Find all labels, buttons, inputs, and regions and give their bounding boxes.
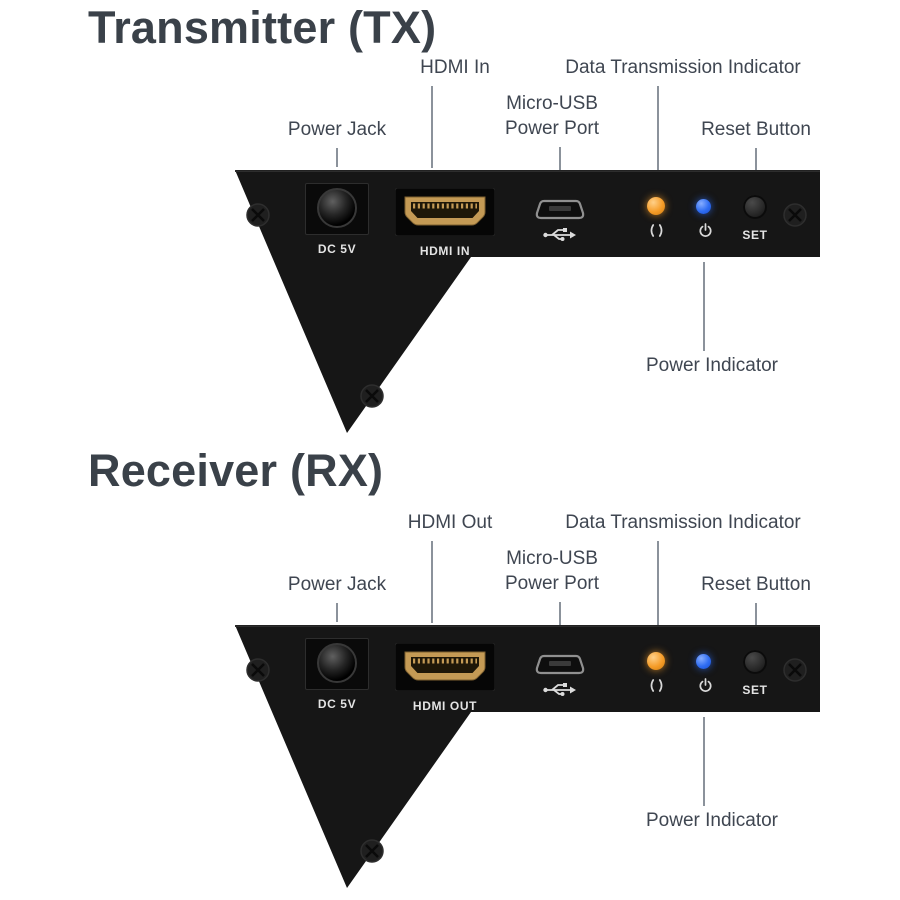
- reset-button: [743, 650, 767, 674]
- hdmi-port-label: HDMI IN: [419, 244, 471, 258]
- power-led: [696, 199, 711, 214]
- signal-arcs-icon: [650, 679, 663, 692]
- leader-line-hdmi: [431, 86, 433, 168]
- leader-line-hdmi: [431, 541, 433, 623]
- label-hdmi-out: HDMI Out: [407, 512, 493, 533]
- leader-line-power-indicator: [703, 717, 705, 806]
- label-power-jack: Power Jack: [287, 119, 387, 140]
- label-reset-button: Reset Button: [701, 119, 811, 140]
- usb-trident-icon: [543, 683, 576, 696]
- device-body: [235, 170, 820, 433]
- power-led: [696, 654, 711, 669]
- leader-line-data-indicator: [657, 541, 659, 643]
- hdmi-port: [394, 642, 496, 692]
- label-data-transmission-indicator: Data Transmission Indicator: [565, 57, 801, 78]
- label-micro-usb-line1: Micro-USB: [506, 548, 598, 569]
- label-micro-usb-line1: Micro-USB: [506, 93, 598, 114]
- receiver-title: Receiver (RX): [88, 445, 384, 496]
- leader-line-data-indicator: [657, 86, 659, 188]
- leader-line-power-jack: [336, 148, 338, 167]
- dc-power-label: DC 5V: [317, 242, 357, 256]
- dc-power-jack: [305, 183, 369, 235]
- leader-line-power-jack: [336, 603, 338, 622]
- phillips-screw-icon: [783, 203, 807, 227]
- data-transmission-led: [647, 652, 665, 670]
- label-data-transmission-indicator: Data Transmission Indicator: [565, 512, 801, 533]
- power-standby-icon: [699, 678, 712, 692]
- label-reset-button: Reset Button: [701, 574, 811, 595]
- phillips-screw-icon: [360, 839, 384, 863]
- reset-button-label: SET: [742, 683, 768, 697]
- hdmi-port: [394, 187, 496, 237]
- reset-button: [743, 195, 767, 219]
- label-micro-usb-line2: Power Port: [505, 118, 599, 139]
- device-body: [235, 625, 820, 888]
- label-micro-usb-line2: Power Port: [505, 573, 599, 594]
- dc-jack-opening: [317, 188, 357, 228]
- usb-trident-icon: [543, 228, 576, 241]
- receiver-device-panel: DC 5V HDMI OUT: [235, 625, 820, 888]
- label-power-indicator: Power Indicator: [645, 355, 779, 376]
- dc-power-label: DC 5V: [317, 697, 357, 711]
- phillips-screw-icon: [246, 203, 270, 227]
- label-power-indicator: Power Indicator: [645, 810, 779, 831]
- dc-jack-opening: [317, 643, 357, 683]
- label-hdmi-in: HDMI In: [420, 57, 490, 78]
- signal-arcs-icon: [650, 224, 663, 237]
- micro-usb-port: [535, 198, 585, 224]
- leader-line-power-indicator: [703, 262, 705, 351]
- phillips-screw-icon: [360, 384, 384, 408]
- transmitter-device-panel: DC 5V HDMI IN: [235, 170, 820, 433]
- reset-button-label: SET: [742, 228, 768, 242]
- label-power-jack: Power Jack: [287, 574, 387, 595]
- dc-power-jack: [305, 638, 369, 690]
- data-transmission-led: [647, 197, 665, 215]
- power-standby-icon: [699, 223, 712, 237]
- transmitter-title: Transmitter (TX): [88, 2, 437, 53]
- phillips-screw-icon: [246, 658, 270, 682]
- micro-usb-port: [535, 653, 585, 679]
- phillips-screw-icon: [783, 658, 807, 682]
- hdmi-port-label: HDMI OUT: [412, 699, 478, 713]
